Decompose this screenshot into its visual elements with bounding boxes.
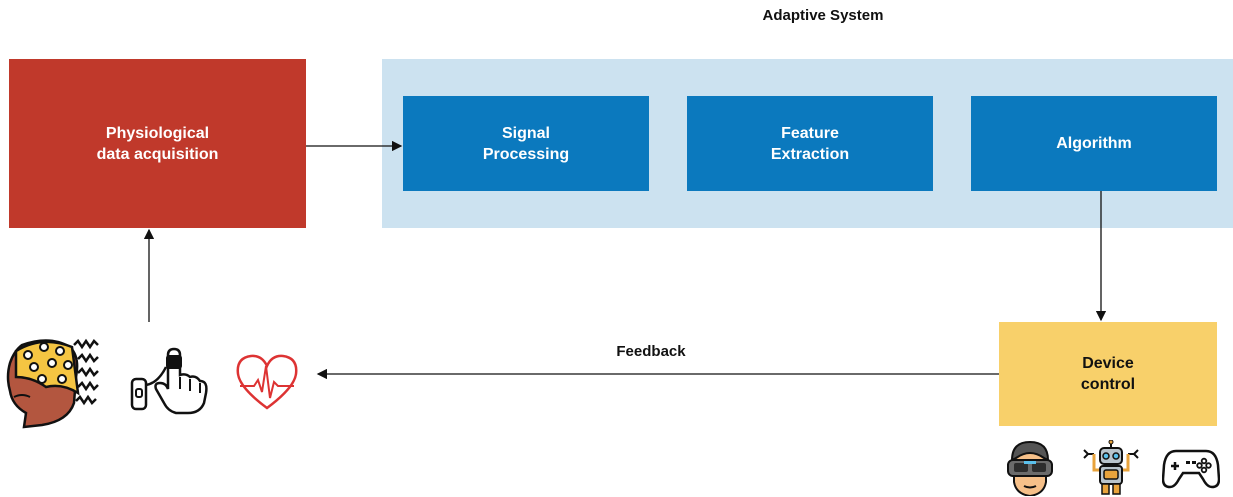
algorithm-box: Algorithm [971,96,1217,191]
eeg-head-icon [6,338,99,429]
signal-processing-box: Signal Processing [403,96,649,191]
physiological-data-acquisition-box: Physiological data acquisition [9,59,306,228]
finger-sensor-icon [130,347,208,415]
feedback-label: Feedback [616,343,686,360]
gamepad-icon [1162,449,1220,489]
adaptive-system-title: Adaptive System [762,7,884,24]
robot-icon [1083,440,1139,495]
device-control-box: Device control [999,322,1217,426]
vr-headset-user-icon [1007,440,1053,496]
feature-extraction-box: Feature Extraction [687,96,933,191]
heart-rate-icon [236,354,298,410]
